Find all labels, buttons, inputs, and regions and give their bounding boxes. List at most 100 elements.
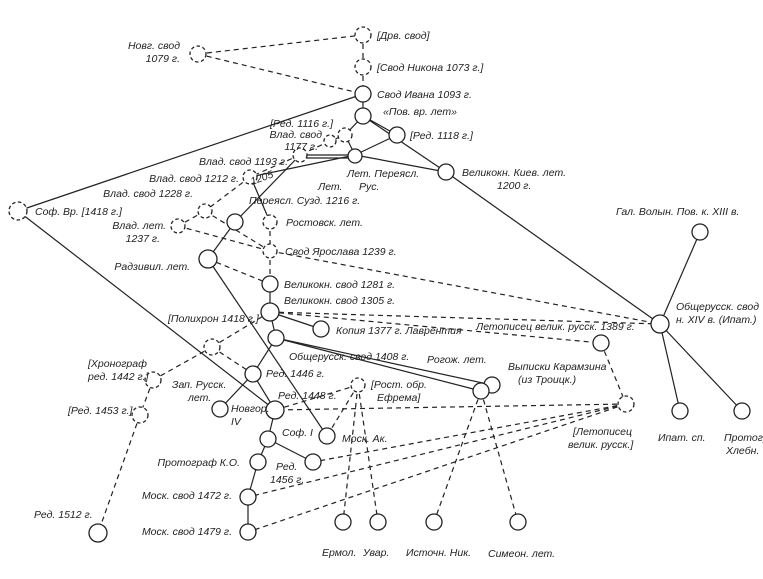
node-novgor-iv bbox=[211, 400, 229, 418]
label-zap-russk-1: Зап. Русск. bbox=[172, 379, 226, 391]
edge-1389-letvel bbox=[600, 342, 627, 405]
label-red-1456-1: Ред. bbox=[276, 461, 297, 473]
edge-velikokn-obshch bbox=[445, 171, 661, 325]
edge-letrus-1212 bbox=[249, 154, 356, 178]
node-sof-i bbox=[259, 430, 277, 448]
label-vlad-1212: Влад. свод 1212 г. bbox=[149, 173, 239, 185]
node-radzivil bbox=[198, 249, 218, 269]
label-novg-svod-year: 1079 г. bbox=[146, 53, 180, 65]
label-protograf-ko: Протограф К.О. bbox=[158, 457, 241, 469]
edge-letvel-1456 bbox=[312, 403, 627, 463]
node-kopiya-1377 bbox=[312, 320, 330, 338]
edge-polihron-hronograf bbox=[152, 346, 213, 381]
label-uvar: Увар. bbox=[362, 547, 389, 559]
edge-sofvr-1448 bbox=[17, 210, 276, 411]
node-red-1448 bbox=[265, 400, 285, 420]
edge-svodyar-obshch bbox=[269, 250, 661, 325]
label-rogozh: Рогож. лет. bbox=[427, 354, 487, 366]
label-mosk-1472: Моск. свод 1472 г. bbox=[142, 490, 232, 502]
edge-ivan-sofvr bbox=[17, 93, 364, 212]
edge-1305-polihron bbox=[211, 311, 271, 348]
label-red-1512: Ред. 1512 г. bbox=[34, 509, 93, 521]
edge-radziv-1281 bbox=[207, 258, 271, 285]
node-polihron bbox=[203, 338, 221, 356]
label-let-rus-2: Лет. Переясл. bbox=[346, 168, 419, 180]
node-red-1456 bbox=[304, 453, 322, 471]
node-rogozh bbox=[472, 382, 490, 400]
label-drev-svod: [Дрв. свод] bbox=[376, 30, 431, 42]
edge-1193-1212 bbox=[249, 154, 301, 178]
label-istochn-nik: Источн. Ник. bbox=[406, 547, 471, 559]
label-svod-nikona: [Свод Никона 1073 г.] bbox=[376, 62, 484, 74]
node-red-1512 bbox=[88, 523, 108, 543]
edge-rost-ermol bbox=[342, 384, 359, 523]
label-protogr-2: Хлебн. bbox=[725, 445, 759, 457]
edge-1408-vypiski bbox=[275, 337, 493, 386]
node-red-1116 bbox=[337, 127, 353, 143]
node-novg-svod bbox=[189, 45, 207, 63]
label-simeon-let: Симеон. лет. bbox=[488, 548, 555, 560]
node-simeon-let bbox=[509, 513, 527, 531]
edge-radziv-moskak bbox=[207, 258, 328, 437]
edge-1305-obshch bbox=[269, 311, 661, 325]
edge-rost-uvar bbox=[357, 384, 379, 523]
label-rostovsk: Ростовск. лет. bbox=[286, 217, 363, 229]
label-vlad-1237-year: 1237 г. bbox=[126, 233, 160, 245]
label-velikokn-1281: Великокн. свод 1281 г. bbox=[284, 279, 395, 291]
label-sof-i: Соф. I bbox=[282, 427, 313, 439]
edge-galvolyn-obshch bbox=[659, 231, 701, 325]
label-obshch-1408: Общерусск. свод 1408 г. bbox=[289, 351, 409, 363]
edge-rogozh-simeon bbox=[480, 390, 519, 523]
label-radzivil: Радзивил. лет. bbox=[114, 261, 190, 273]
node-red-1446 bbox=[244, 365, 262, 383]
label-vlad-1177: Влад. свод bbox=[269, 129, 322, 141]
label-hronograf-1: [Хронограф bbox=[87, 358, 147, 370]
label-mosk-1479: Моск. свод 1479 г. bbox=[142, 526, 232, 538]
node-velikokn-kiev bbox=[437, 163, 455, 181]
edge-1408-rogozh bbox=[275, 337, 482, 392]
node-svod-yaroslava bbox=[262, 243, 278, 259]
edge-1453-1512 bbox=[97, 414, 141, 534]
node-pereyasl-suzd bbox=[226, 213, 244, 231]
label-rost-obr-1: [Рост. обр. bbox=[370, 379, 427, 391]
node-mosk-1479 bbox=[239, 523, 257, 541]
label-gal-volyn: Гал. Волын. Пов. к. XIII в. bbox=[616, 206, 739, 218]
label-mosk-ak: Моск. Ак. bbox=[342, 433, 388, 445]
node-letopisec-1389 bbox=[592, 334, 610, 352]
edge-1212-1228 bbox=[204, 176, 251, 212]
label-ipat-sp: Ипат. сп. bbox=[658, 432, 706, 444]
edge-1305-1389 bbox=[269, 311, 602, 344]
edge-rost-1448 bbox=[274, 384, 359, 411]
label-red-1448: Ред. 1448 г. bbox=[278, 390, 337, 402]
label-letopisec-1389: Летописец велик. русск. 1389 г. bbox=[475, 321, 635, 333]
node-letopisec-vel bbox=[617, 395, 635, 413]
edge-1205-rostov bbox=[251, 179, 271, 223]
label-svod-yaroslava: Свод Ярослава 1239 г. bbox=[285, 246, 397, 258]
node-pov-vr-let bbox=[354, 107, 372, 125]
label-novgor-iv-1: Новгор. bbox=[231, 403, 270, 415]
node-rost-obr bbox=[350, 377, 366, 393]
label-vlad-1193: Влад. свод 1193 г. bbox=[199, 156, 288, 168]
edge-obshch-ipat bbox=[659, 323, 681, 412]
node-ermol bbox=[334, 513, 352, 531]
label-red-1456-2: 1456 г. bbox=[270, 474, 304, 486]
node-vlad-1237 bbox=[170, 218, 186, 234]
edge-pov-velikokn bbox=[362, 115, 447, 173]
label-letopisec-vel-2: велик. русск.] bbox=[568, 439, 634, 451]
node-obshch-1408 bbox=[267, 329, 285, 347]
label-red-1453: [Ред. 1453 г.] bbox=[67, 405, 134, 417]
node-protogr-hlebn bbox=[733, 402, 751, 420]
node-velikokn-1305 bbox=[260, 302, 280, 322]
edge-letvel-1448 bbox=[274, 403, 627, 411]
label-pereyasl-suzd: Переясл. Сузд. 1216 г. bbox=[249, 195, 360, 207]
label-vlad-1237: Влад. лет. bbox=[112, 220, 166, 232]
node-istochn-nik bbox=[425, 513, 443, 531]
label-velikokn-kiev: Великокн. Киев. лет. bbox=[462, 167, 566, 179]
label-obshch-xiv-1: Общерусск. свод bbox=[676, 301, 759, 313]
node-ipat-sp bbox=[671, 402, 689, 420]
label-ermol: Ермол. bbox=[322, 547, 356, 559]
node-svod-ivana bbox=[354, 85, 372, 103]
edge-1237-svodyar bbox=[177, 225, 271, 252]
node-vlad-1193 bbox=[292, 147, 308, 163]
